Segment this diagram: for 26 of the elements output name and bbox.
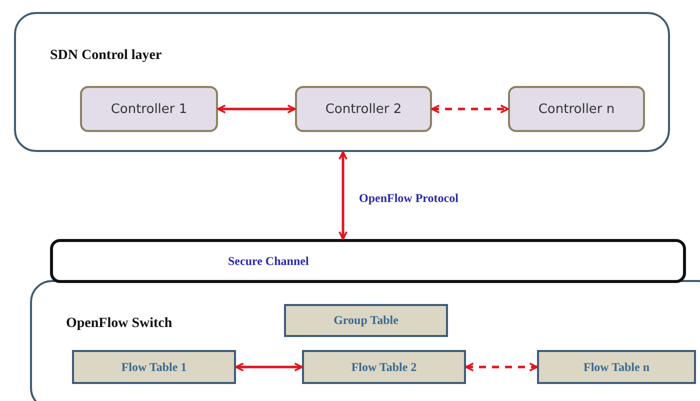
dashed-arrow <box>431 104 509 114</box>
panel-heading: OpenFlow Switch <box>66 316 172 332</box>
arrow <box>217 104 296 114</box>
controller-box <box>80 86 218 132</box>
table-box <box>537 350 696 384</box>
controller-box <box>295 86 432 132</box>
table-box <box>302 350 466 384</box>
panel-heading: SDN Control layer <box>50 48 162 64</box>
table-box <box>72 350 236 384</box>
dashed-arrow <box>465 362 538 372</box>
table-box <box>284 304 448 337</box>
arrow <box>235 362 303 372</box>
box-label: Controller 1 <box>110 102 188 116</box>
box-label: Controller n <box>538 102 615 116</box>
channel-label: Secure Channel <box>228 254 309 268</box>
layer-panel <box>30 280 700 401</box>
box-label: Flow Table 1 <box>121 360 187 374</box>
controller-box <box>508 86 645 132</box>
box-label: Controller 2 <box>325 102 402 116</box>
box-label: Flow Table n <box>583 360 650 374</box>
channel-bar <box>50 239 686 283</box>
box-label: Group Table <box>334 313 398 328</box>
edge-label: OpenFlow Protocol <box>359 190 458 206</box>
layer-panel <box>14 12 670 152</box>
box-label: Flow Table 2 <box>351 360 417 374</box>
arrow <box>338 151 348 240</box>
